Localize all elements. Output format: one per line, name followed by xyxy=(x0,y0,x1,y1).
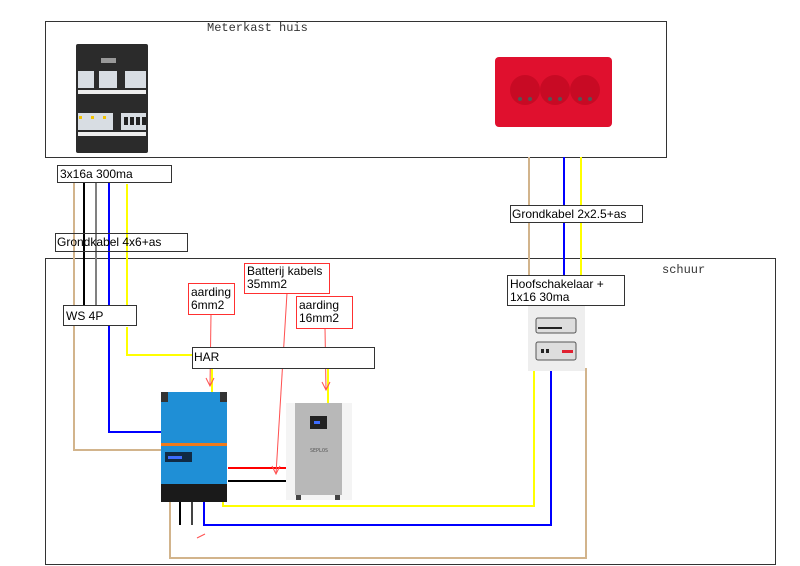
battery-brand-logo: SEPLOS xyxy=(310,448,328,454)
svg-text:6mm2: 6mm2 xyxy=(191,298,225,312)
battery-cabinet: SEPLOS xyxy=(286,403,352,500)
label-switch: WS 4P xyxy=(63,305,137,326)
label-earth-6mm2: aarding 6mm2 xyxy=(188,283,235,315)
house-title: Meterkast huis xyxy=(207,21,308,35)
inverter-charger xyxy=(161,392,227,502)
shed-area xyxy=(45,258,776,565)
svg-text:Hoofschakelaar +: Hoofschakelaar + xyxy=(510,277,604,291)
triple-wall-socket xyxy=(495,57,612,127)
svg-text:1x16 30ma: 1x16 30ma xyxy=(510,290,570,304)
svg-text:aarding: aarding xyxy=(299,298,339,312)
svg-text:Grondkabel 4x6+as: Grondkabel 4x6+as xyxy=(57,235,161,249)
label-earth-16mm2: aarding 16mm2 xyxy=(296,296,353,329)
svg-text:Grondkabel 2x2.5+as: Grondkabel 2x2.5+as xyxy=(512,207,626,221)
label-group-breaker: 3x16a 300ma xyxy=(57,165,172,183)
inverter-output-wires xyxy=(169,368,587,559)
house-meter-cabinet-area xyxy=(45,21,667,158)
svg-text:16mm2: 16mm2 xyxy=(299,311,339,325)
svg-text:Batterij kabels: Batterij kabels xyxy=(247,264,322,278)
svg-text:HAR: HAR xyxy=(194,350,220,364)
svg-text:35mm2: 35mm2 xyxy=(247,277,287,291)
svg-text:3x16a 300ma: 3x16a 300ma xyxy=(60,167,133,181)
label-battery-cables: Batterij kabels 35mm2 xyxy=(244,263,330,294)
svg-text:WS 4P: WS 4P xyxy=(66,309,103,323)
label-ground-cable-main: Grondkabel 4x6+as xyxy=(55,233,188,252)
shed-title: schuur xyxy=(662,263,705,277)
svg-text:aarding: aarding xyxy=(191,285,231,299)
house-distribution-panel xyxy=(76,44,148,153)
label-main-switch: Hoofschakelaar + 1x16 30ma xyxy=(507,275,625,306)
main-feed-wires xyxy=(73,182,193,451)
label-har: HAR xyxy=(192,347,375,369)
label-ground-cable-socket: Grondkabel 2x2.5+as xyxy=(510,205,643,223)
shed-distribution-panel xyxy=(528,306,585,371)
